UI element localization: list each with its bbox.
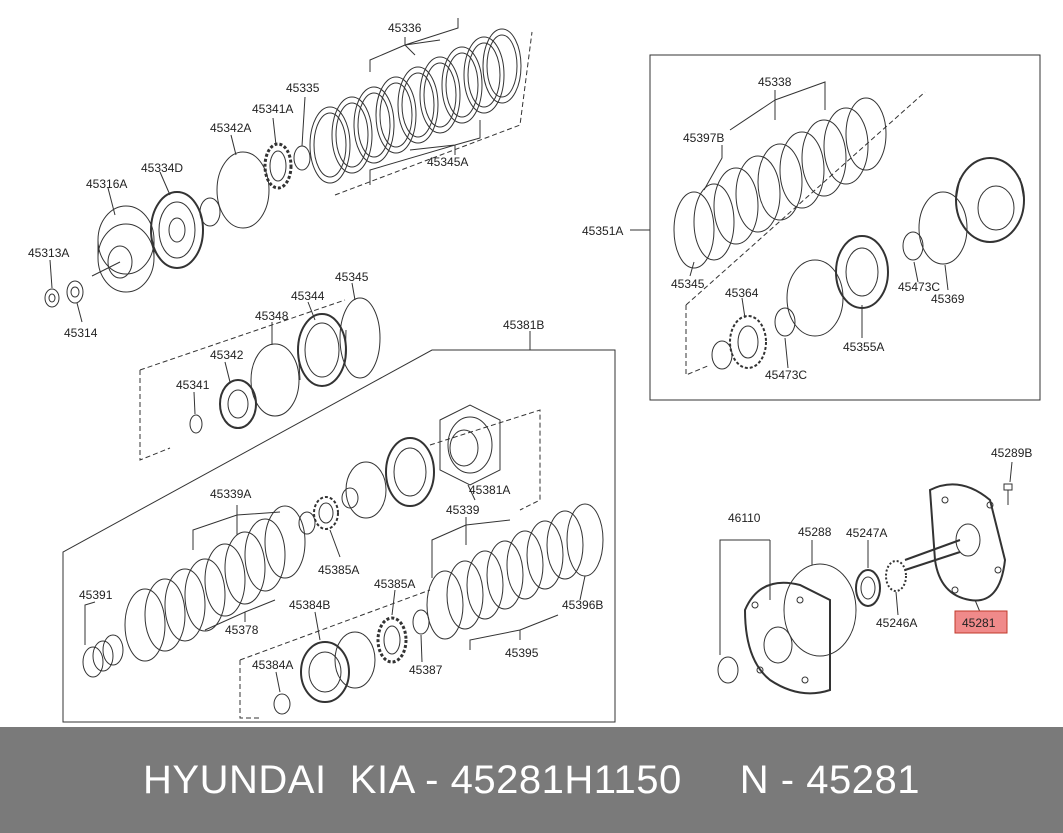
leader-lines-mid-left [193,282,356,415]
label-45397B: 45397B [683,131,724,145]
label-45339: 45339 [446,503,480,517]
gasket-45288 [783,563,857,657]
snap-ring-45364 [729,315,767,369]
label-45396B: 45396B [562,598,603,612]
gear-45246A [885,560,907,616]
label-45288: 45288 [798,525,832,539]
snap-ring-45335 [293,145,311,171]
bolt-45289B [1003,461,1013,505]
o-ring-mid [341,487,359,509]
label-45391: 45391 [79,588,113,602]
label-45338: 45338 [758,75,792,89]
label-45395: 45395 [505,646,539,660]
seal-ring-large-right [786,259,844,337]
label-45345-right: 45345 [671,277,705,291]
washer-45314 [66,280,84,304]
pump-cover-45281 [904,483,1007,602]
label-45246A: 45246A [876,616,917,630]
exploded-parts-diagram: 45336 45335 45341A 45342A 45334D 45316A … [28,18,1041,723]
part-number-caption: HYUNDAI KIA - 45281H1150 N - 45281 [143,757,920,802]
leader-lines-lower-left [275,529,586,693]
bearing-45385A-2 [376,616,408,664]
piston-ring-large [385,437,435,507]
label-46110: 46110 [728,511,761,525]
label-45335: 45335 [286,81,320,95]
label-45316A: 45316A [86,177,127,191]
snap-ring-45396B [566,503,604,577]
leader-lines-45336 [369,18,481,185]
bracket-46110 [719,539,771,655]
leader-lines-top-left [49,96,306,323]
label-45247A: 45247A [846,526,887,540]
washer-45384A [273,693,291,715]
o-ring-45473C-1 [774,307,796,337]
label-45345A: 45345A [427,155,468,169]
label-45369: 45369 [931,292,965,306]
label-45334D: 45334D [141,161,183,175]
label-45385A-1: 45385A [318,563,359,577]
bearing-45385A-1 [313,496,339,530]
label-45341: 45341 [176,378,210,392]
pump-body-46110 [743,581,831,695]
label-45355A: 45355A [843,340,884,354]
label-45387: 45387 [409,663,443,677]
label-45473C-2: 45473C [765,368,807,382]
seal-ring-mid [345,461,387,519]
label-45385A-2: 45385A [374,577,415,591]
label-45313A: 45313A [28,246,69,260]
spring-ring-45344 [297,313,347,387]
assembly-frame-45351A [649,54,1041,401]
label-45281: 45281 [962,616,996,630]
hub-45342 [219,379,257,429]
ring-small-left [711,340,733,370]
label-45339A: 45339A [210,487,251,501]
label-45381B: 45381B [503,318,544,332]
washer-45313A [44,288,60,308]
snap-ring-45345 [339,297,381,379]
snap-ring-mid [298,511,316,535]
seal-ring-lower [334,631,376,689]
seal-ring-45369 [918,191,968,265]
label-45384A: 45384A [252,658,293,672]
snap-rings-45391 [82,634,124,678]
label-45342A: 45342A [210,121,251,135]
label-45473C-1: 45473C [898,280,940,294]
label-45381A: 45381A [469,483,510,497]
label-45378: 45378 [225,623,259,637]
o-ring-45473C-2 [902,231,924,261]
piston-45384B [300,641,350,703]
label-45351A: 45351A [582,224,623,238]
assembly-frame-45381B [62,349,616,723]
washer-45341 [189,414,203,434]
seal-ring-45342A [216,151,270,229]
label-45341A: 45341A [252,102,293,116]
footer-bar: HYUNDAI KIA - 45281H1150 N - 45281 [0,727,1063,833]
clutch-plate-stack-45339 [426,510,584,640]
label-45345: 45345 [335,270,369,284]
clutch-plate-stack-45338 [673,97,887,269]
label-45314: 45314 [64,326,98,340]
label-45342: 45342 [210,348,244,362]
clutch-plate-stack-45339A [124,505,306,662]
leader-lines-top-right [689,261,949,369]
piston-45355A [835,235,889,309]
bushing-45247A [855,569,881,607]
label-45364: 45364 [725,286,759,300]
snap-ring-45387 [412,609,430,635]
label-45289B: 45289B [991,446,1032,460]
clutch-plate-stack-45336 [309,28,522,184]
label-45384B: 45384B [289,598,330,612]
drum-45381A [439,404,501,501]
seal-ring-45348 [250,343,300,417]
seal-ring-small-bottom [717,656,739,684]
piston-45334D [150,191,204,269]
label-45348: 45348 [255,309,289,323]
label-45344: 45344 [291,289,325,303]
highlight-box-45281 [954,610,1008,634]
bearing-45341A [263,142,293,190]
label-45336: 45336 [388,21,422,35]
drum-right [955,157,1025,243]
drum-45316A [91,205,155,293]
